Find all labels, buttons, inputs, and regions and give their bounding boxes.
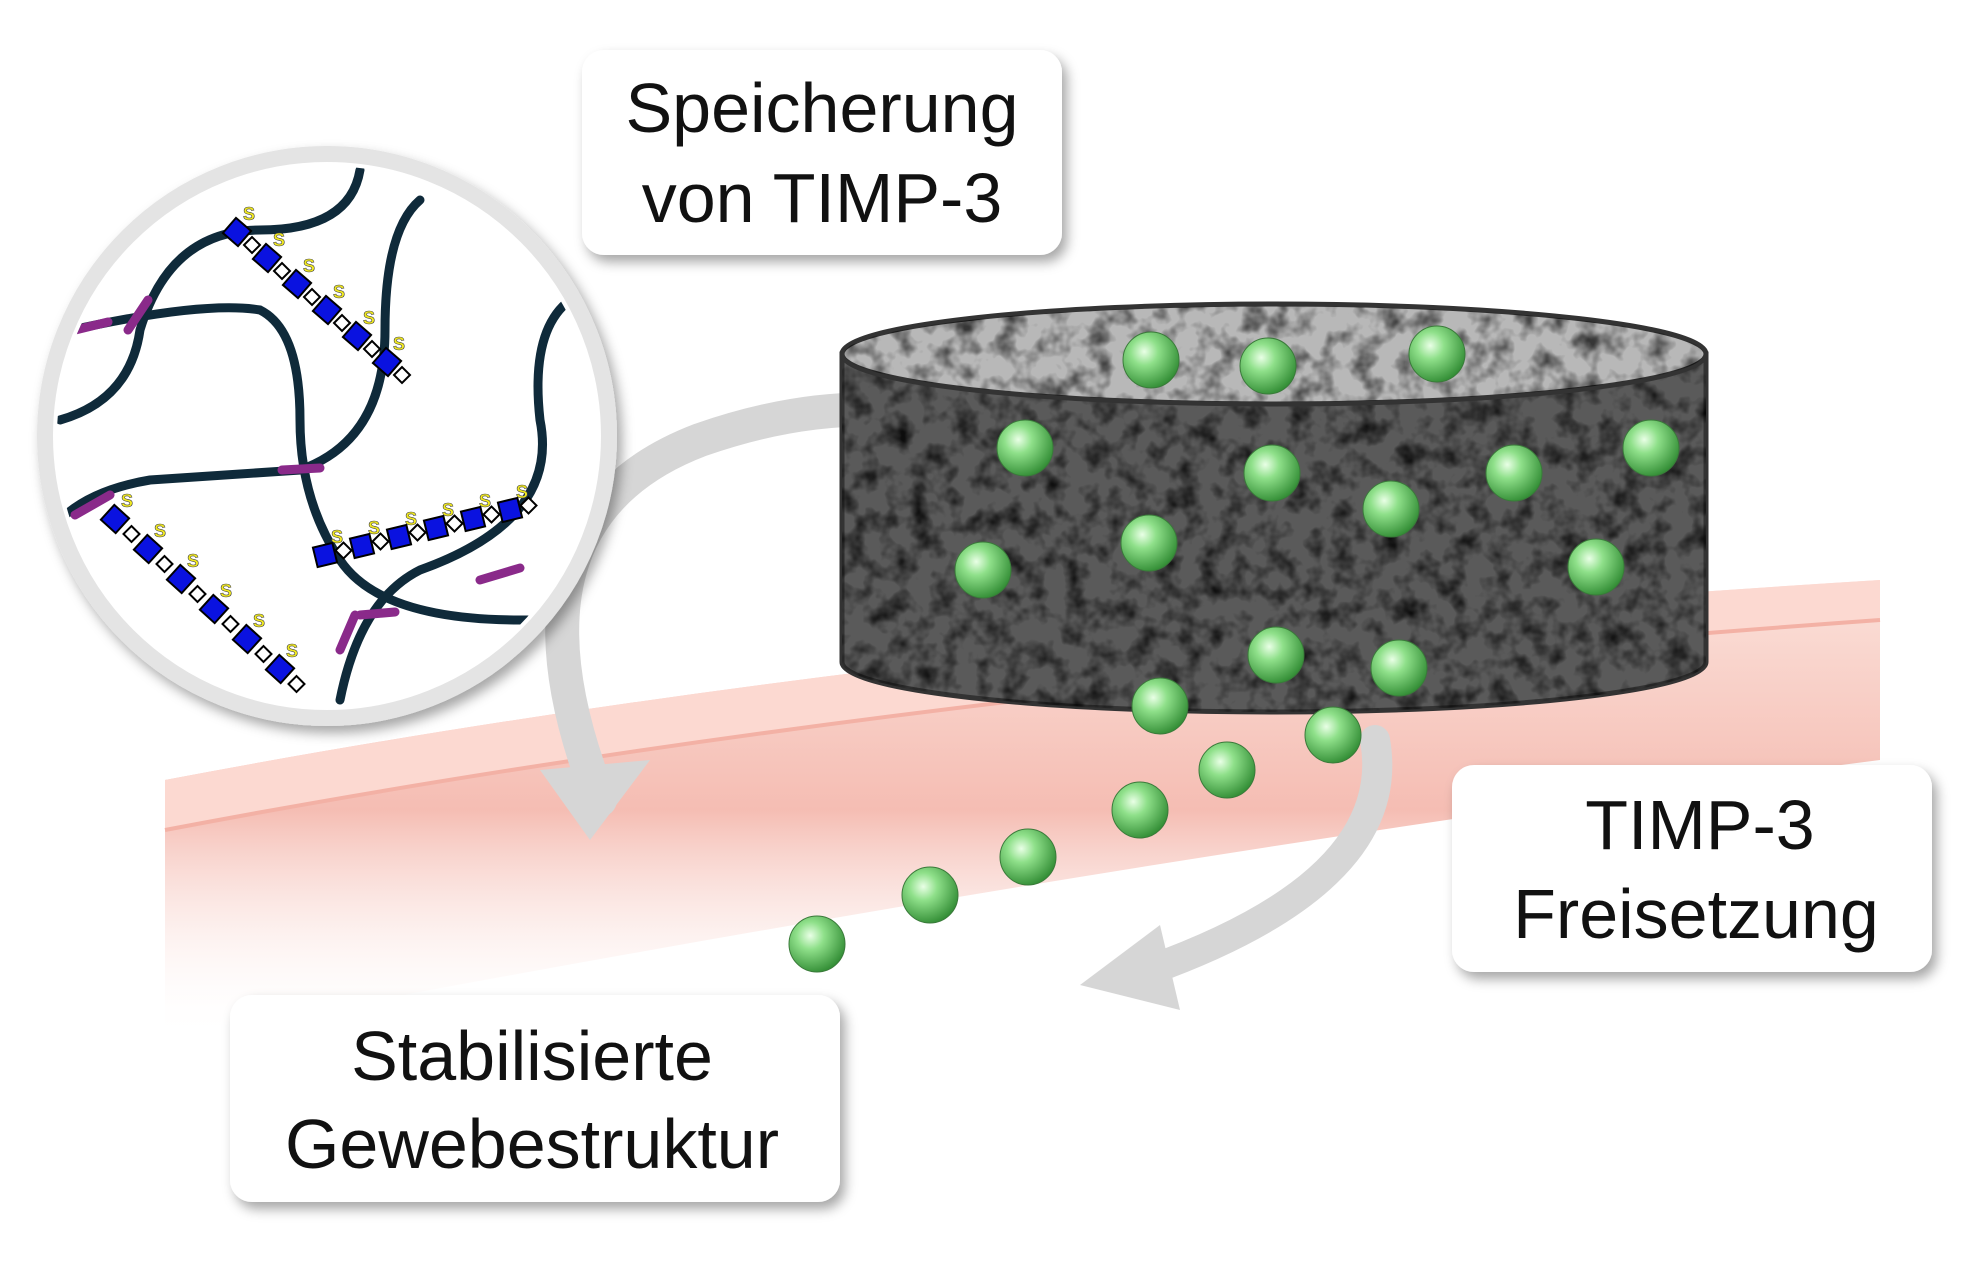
arrow-storage-to-tissue — [545, 392, 907, 817]
sulfate-label: S — [405, 509, 417, 529]
monomer-diamond — [272, 261, 292, 281]
release-label-line1: TIMP-3 — [1585, 786, 1814, 864]
sulfate-label: S — [303, 256, 315, 276]
monomer-diamond — [362, 339, 382, 359]
monomer-diamond — [334, 541, 353, 560]
tissue-label-line1: Stabilisierte — [351, 1017, 713, 1095]
storage-label-box: Speicherung von TIMP-3 — [582, 50, 1062, 255]
monomer-square — [99, 503, 131, 535]
arrowhead-release-icon — [1080, 925, 1180, 1010]
release-label-box: TIMP-3 Freisetzung — [1452, 765, 1932, 972]
polymer-chain — [57, 166, 365, 425]
monomer-square — [251, 242, 283, 274]
monomer-square — [422, 514, 450, 542]
timp3-sphere — [999, 828, 1057, 886]
monomer-square — [348, 532, 376, 560]
monomer-square — [198, 593, 230, 625]
monomer-diamond — [519, 496, 538, 515]
tissue-label-box: Stabilisierte Gewebestruktur — [230, 995, 840, 1202]
monomer-diamond — [445, 514, 464, 533]
arrowhead-to-tissue-icon — [540, 760, 650, 840]
timp3-sphere — [1131, 677, 1189, 735]
sulfate-label: S — [368, 518, 380, 538]
monomer-diamond — [482, 505, 501, 524]
sulfate-label: S — [286, 641, 298, 661]
monomer-square — [311, 541, 339, 569]
timp3-protein-spheres — [788, 325, 1680, 973]
monomer-square — [221, 216, 253, 248]
sulfate-label: S — [516, 482, 528, 502]
sulfate-label: S — [187, 551, 199, 571]
timp3-sphere — [1408, 325, 1466, 383]
sulfate-label: S — [220, 581, 232, 601]
monomer-diamond — [332, 313, 352, 333]
polymer-chain — [57, 195, 425, 525]
timp3-sphere — [1622, 419, 1680, 477]
timp3-sphere — [1122, 331, 1180, 389]
timp3-sphere — [901, 866, 959, 924]
monomer-square — [385, 523, 413, 551]
monomer-square — [459, 505, 487, 533]
timp3-sphere — [1243, 444, 1301, 502]
monomer-diamond — [302, 287, 322, 307]
timp3-sphere — [1120, 514, 1178, 572]
monomer-square — [132, 533, 164, 565]
timp3-sphere — [1567, 538, 1625, 596]
sulfate-label: S — [479, 491, 491, 511]
arrow-release — [1135, 725, 1393, 985]
monomer-diamond — [287, 674, 306, 694]
monomer-square — [165, 563, 197, 595]
tissue-label-line2: Gewebestruktur — [285, 1105, 779, 1183]
timp3-sphere — [1370, 639, 1428, 697]
storage-label-line2: von TIMP-3 — [642, 159, 1003, 237]
monomer-square — [311, 294, 343, 326]
monomer-square — [231, 623, 263, 655]
timp3-sphere — [996, 419, 1054, 477]
monomer-diamond — [188, 584, 207, 604]
monomer-square — [341, 320, 373, 352]
sulfate-label: S — [273, 230, 285, 250]
timp3-sphere — [1111, 781, 1169, 839]
storage-label-line1: Speicherung — [625, 69, 1018, 147]
timp3-sphere — [1239, 337, 1297, 395]
monomer-diamond — [242, 235, 262, 255]
timp3-sphere — [1362, 480, 1420, 538]
monomer-diamond — [155, 554, 174, 574]
release-label-line2: Freisetzung — [1513, 875, 1879, 953]
sulfate-label: S — [253, 611, 265, 631]
monomer-square — [264, 653, 296, 685]
monomer-diamond — [221, 614, 240, 634]
monomer-square — [371, 346, 403, 378]
sulfate-label: S — [154, 521, 166, 541]
sulfate-label: S — [121, 491, 133, 511]
monomer-diamond — [371, 532, 390, 551]
sulfate-label: S — [363, 308, 375, 328]
timp3-sphere — [1304, 706, 1362, 764]
sulfate-label: S — [333, 282, 345, 302]
monomer-diamond — [408, 523, 427, 542]
monomer-square — [281, 268, 313, 300]
sulfate-label: S — [442, 500, 454, 520]
sulfate-label: S — [243, 204, 255, 224]
crosslink — [57, 295, 525, 655]
timp3-sphere — [954, 541, 1012, 599]
monomer-diamond — [392, 365, 412, 385]
monomer-diamond — [122, 524, 141, 544]
monomer-diamond — [254, 644, 273, 664]
monomer-square — [496, 496, 524, 524]
sulfate-label: S — [331, 527, 343, 547]
timp3-sphere — [1485, 444, 1543, 502]
timp3-sphere — [1247, 626, 1305, 684]
polymer-chain — [57, 303, 597, 625]
timp3-sphere — [1198, 741, 1256, 799]
timp3-sphere — [788, 915, 846, 973]
sulfate-label: S — [393, 334, 405, 354]
